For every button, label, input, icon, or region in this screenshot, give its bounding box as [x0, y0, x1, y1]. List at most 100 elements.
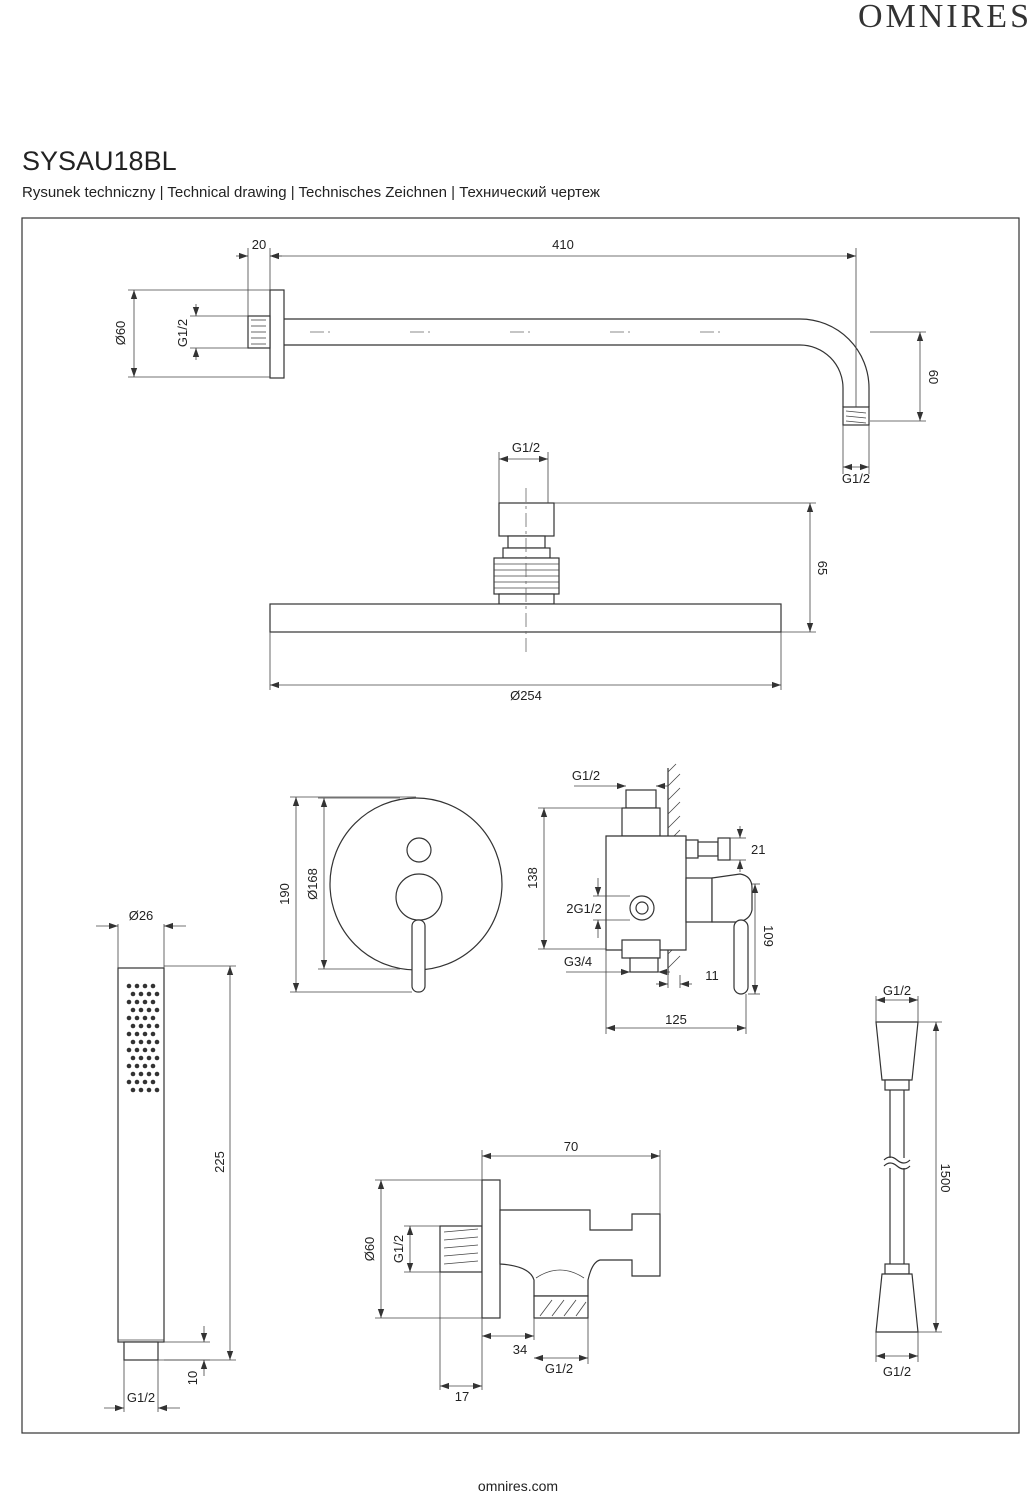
nozzle-dot	[126, 1031, 132, 1037]
nozzle-dot	[134, 1031, 140, 1037]
nozzle-dot	[154, 1039, 160, 1045]
side-outlets-label: 2G1/2	[566, 901, 601, 916]
nozzle-dot	[150, 1079, 156, 1085]
nozzle-dot	[126, 1079, 132, 1085]
side-lever-label: 109	[761, 925, 776, 947]
nozzle-dot	[126, 1047, 132, 1053]
hand-thread-label: G1/2	[127, 1390, 155, 1405]
head-dimensions: G1/2 65 Ø254	[269, 440, 830, 703]
drawing-frame	[21, 217, 1020, 1434]
nozzle-dot	[146, 1071, 152, 1077]
elbow-outlet-label: G1/2	[545, 1361, 573, 1376]
nozzle-dot	[142, 999, 148, 1005]
nozzle-dot	[154, 1071, 160, 1077]
hose-top-thread-label: G1/2	[883, 983, 911, 998]
side-bottom-thread-label: G3/4	[564, 954, 592, 969]
hose-dimensions: G1/2 1500 G1/2	[875, 983, 953, 1379]
nozzle-dot	[130, 1087, 136, 1093]
nozzle-dot	[142, 1047, 148, 1053]
nozzle-dot	[154, 1023, 160, 1029]
elbow-diameter-label: Ø60	[362, 1237, 377, 1262]
nozzle-dot	[142, 1031, 148, 1037]
mixer-side-dimensions: G1/2 138 2G1/2 G3/4 21 109 11 125	[525, 768, 776, 1034]
arm-drop-label: 60	[926, 370, 941, 384]
nozzle-dot	[138, 1039, 144, 1045]
nozzle-dot	[154, 991, 160, 997]
arm-dimensions: 20 410 Ø60 G1/2 60 G1/2	[113, 237, 941, 486]
mixer-front-dimensions: 190 Ø168	[277, 796, 416, 993]
nozzle-dot	[146, 991, 152, 997]
nozzle-dot	[154, 1087, 160, 1093]
nozzle-dot	[150, 999, 156, 1005]
nozzle-dot	[154, 1055, 160, 1061]
nozzle-dot	[150, 1047, 156, 1053]
elbow-length-label: 70	[564, 1139, 578, 1154]
arm-length-label: 410	[552, 237, 574, 252]
nozzle-dot	[126, 999, 132, 1005]
side-height-label: 138	[525, 867, 540, 889]
nozzle-dot	[134, 1015, 140, 1021]
mixer-inner-label: Ø168	[305, 868, 320, 900]
nozzle-dot	[154, 1007, 160, 1013]
head-diameter-label: Ø254	[510, 688, 542, 703]
nozzle-dot	[146, 1055, 152, 1061]
hand-diameter-label: Ø26	[129, 908, 154, 923]
nozzle-dot	[130, 1071, 136, 1077]
shower-arm	[247, 289, 870, 426]
model-title: SYSAU18BL	[22, 146, 177, 176]
nozzle-dot	[138, 1087, 144, 1093]
hose-length-label: 1500	[938, 1164, 953, 1193]
shower-head	[269, 488, 782, 654]
nozzle-dot	[150, 983, 156, 989]
elbow-offset-label: 34	[513, 1342, 527, 1357]
mixer-side	[605, 763, 753, 995]
elbow-wall-label: 17	[455, 1389, 469, 1404]
nozzle-dot	[146, 1023, 152, 1029]
side-spindle-label: 21	[751, 842, 765, 857]
nozzle-grid	[126, 983, 160, 1093]
arm-inlet-thread-label: G1/2	[175, 319, 190, 347]
head-height-label: 65	[815, 561, 830, 575]
nozzle-dot	[138, 1007, 144, 1013]
footer-url: omnires.com	[477, 1478, 559, 1494]
nozzle-dot	[134, 1047, 140, 1053]
elbow-inlet-label: G1/2	[391, 1235, 406, 1263]
shower-hose	[875, 1021, 919, 1333]
nozzle-dot	[142, 1079, 148, 1085]
nozzle-dot	[126, 983, 132, 989]
nozzle-dot	[126, 1015, 132, 1021]
side-wall-label: 11	[705, 968, 719, 983]
hand-tip-label: 10	[185, 1371, 200, 1385]
nozzle-dot	[150, 1015, 156, 1021]
nozzle-dot	[150, 1063, 156, 1069]
nozzle-dot	[142, 983, 148, 989]
nozzle-dot	[142, 1015, 148, 1021]
arm-outlet-thread-label: G1/2	[842, 471, 870, 486]
nozzle-dot	[134, 999, 140, 1005]
nozzle-dot	[134, 983, 140, 989]
nozzle-dot	[142, 1063, 148, 1069]
hose-bottom-thread-label: G1/2	[883, 1364, 911, 1379]
mixer-outer-label: 190	[277, 883, 292, 905]
brand-logo: OMNIRES	[857, 0, 1032, 35]
nozzle-dot	[138, 1071, 144, 1077]
mixer-front	[329, 797, 503, 993]
nozzle-dot	[130, 1055, 136, 1061]
hand-length-label: 225	[212, 1151, 227, 1173]
nozzle-dot	[146, 1007, 152, 1013]
nozzle-dot	[134, 1063, 140, 1069]
wall-elbow	[439, 1179, 661, 1319]
arm-flange-diameter-label: Ø60	[113, 321, 128, 346]
hand-shower-dimensions: Ø26 225 10 G1/2	[96, 908, 236, 1412]
nozzle-dot	[150, 1031, 156, 1037]
nozzle-dot	[138, 991, 144, 997]
nozzle-dot	[138, 1055, 144, 1061]
nozzle-dot	[134, 1079, 140, 1085]
elbow-dimensions: 70 Ø60 G1/2 34 G1/2 17	[362, 1139, 661, 1404]
head-thread-label: G1/2	[512, 440, 540, 455]
drawing-subtitle: Rysunek techniczny | Technical drawing |…	[22, 184, 600, 201]
nozzle-dot	[138, 1023, 144, 1029]
side-depth-label: 125	[665, 1012, 687, 1027]
nozzle-dot	[146, 1087, 152, 1093]
